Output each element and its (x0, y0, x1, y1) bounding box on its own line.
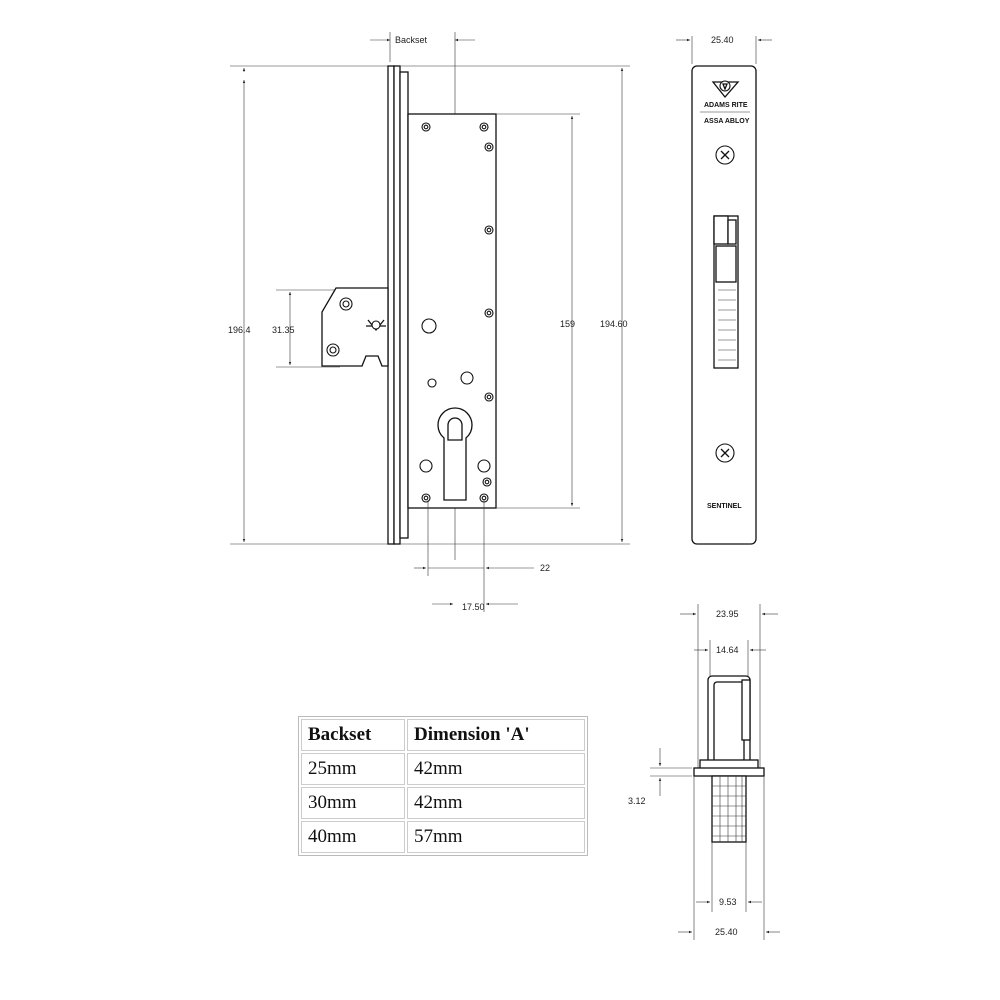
table-cell: 25mm (301, 753, 405, 785)
end-view: 23.95 14.64 3.12 9 (628, 604, 780, 940)
table-cell: 40mm (301, 821, 405, 853)
dim-22-label: 22 (540, 563, 550, 573)
table-row: 30mm 42mm (301, 787, 585, 819)
bolt-width-label: 9.53 (719, 897, 737, 907)
overall-height-label: 196.4 (228, 325, 251, 335)
table-cell: 57mm (407, 821, 585, 853)
adams-rite-logo-icon (711, 80, 740, 99)
dim-17-50-label: 17.50 (462, 602, 485, 612)
bottom-width-label: 25.40 (715, 927, 738, 937)
model-name: SENTINEL (707, 503, 742, 510)
brand-bottom: ASSA ABLOY (704, 118, 750, 125)
faceplate-width-label: 25.40 (711, 35, 734, 45)
screw-centers-label: 159 (560, 319, 575, 329)
inner-width-label: 14.64 (716, 645, 739, 655)
top-screw-icon (715, 145, 735, 165)
brand-top: ADAMS RITE (704, 102, 748, 109)
assa-logo-small (366, 319, 386, 332)
table-cell: 42mm (407, 753, 585, 785)
table-header-dimension-a: Dimension 'A' (407, 719, 585, 751)
bottom-screw-icon (715, 443, 735, 463)
table-cell: 42mm (407, 787, 585, 819)
cylinder-cutout (437, 407, 473, 501)
table-row: 40mm 57mm (301, 821, 585, 853)
table-cell: 30mm (301, 787, 405, 819)
top-width-label: 23.95 (716, 609, 739, 619)
hook-height-label: 31.35 (272, 325, 295, 335)
table-header-backset: Backset (301, 719, 405, 751)
faceplate-height-label: 194.60 (600, 319, 628, 329)
table-row: 25mm 42mm (301, 753, 585, 785)
faceplate-view: 25.40 ADAMS RITE ASSA ABLOY (676, 35, 772, 545)
backset-label: Backset (395, 35, 428, 45)
end-faceplate (693, 767, 765, 777)
bolt-window (713, 215, 739, 369)
thickness-label: 3.12 (628, 796, 646, 806)
side-view: Backset 196.4 31.35 (228, 32, 630, 612)
table-header-row: Backset Dimension 'A' (301, 719, 585, 751)
backset-dimension-table: Backset Dimension 'A' 25mm 42mm 30mm 42m… (298, 716, 588, 856)
